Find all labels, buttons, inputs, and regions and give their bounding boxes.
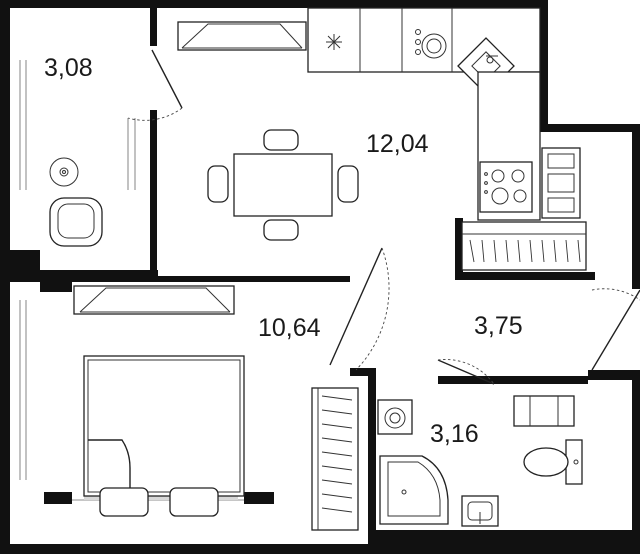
toilet-icon bbox=[523, 439, 583, 485]
bath-sink-icon bbox=[461, 495, 499, 527]
side-table-icon bbox=[49, 157, 79, 187]
washing-machine-icon bbox=[415, 29, 447, 59]
shower-icon bbox=[379, 455, 449, 525]
oven-icon bbox=[541, 147, 581, 219]
doors bbox=[127, 49, 640, 385]
stove-icon bbox=[479, 161, 533, 213]
fridge-icon bbox=[326, 34, 342, 50]
bed bbox=[83, 355, 245, 517]
room-labels: 3,08 12,04 10,64 3,75 3,16 bbox=[44, 54, 523, 448]
kitchen-furniture bbox=[177, 7, 587, 271]
bath-cabinet bbox=[513, 395, 575, 427]
room-area-bedroom: 10,64 bbox=[258, 314, 321, 342]
bath-washer-icon bbox=[377, 399, 413, 435]
bathroom-furniture bbox=[311, 387, 583, 531]
armchair-icon bbox=[49, 197, 103, 247]
dining-table bbox=[207, 129, 359, 241]
room-area-hallway: 3,75 bbox=[474, 312, 523, 340]
wardrobe bbox=[311, 387, 359, 531]
balcony-furniture bbox=[49, 157, 103, 247]
hallway-wardrobe bbox=[461, 221, 587, 271]
room-area-balcony: 3,08 bbox=[44, 54, 93, 82]
room-area-kitchen: 12,04 bbox=[366, 130, 429, 158]
room-area-bathroom: 3,16 bbox=[430, 420, 479, 448]
bedroom-furniture bbox=[73, 285, 245, 517]
